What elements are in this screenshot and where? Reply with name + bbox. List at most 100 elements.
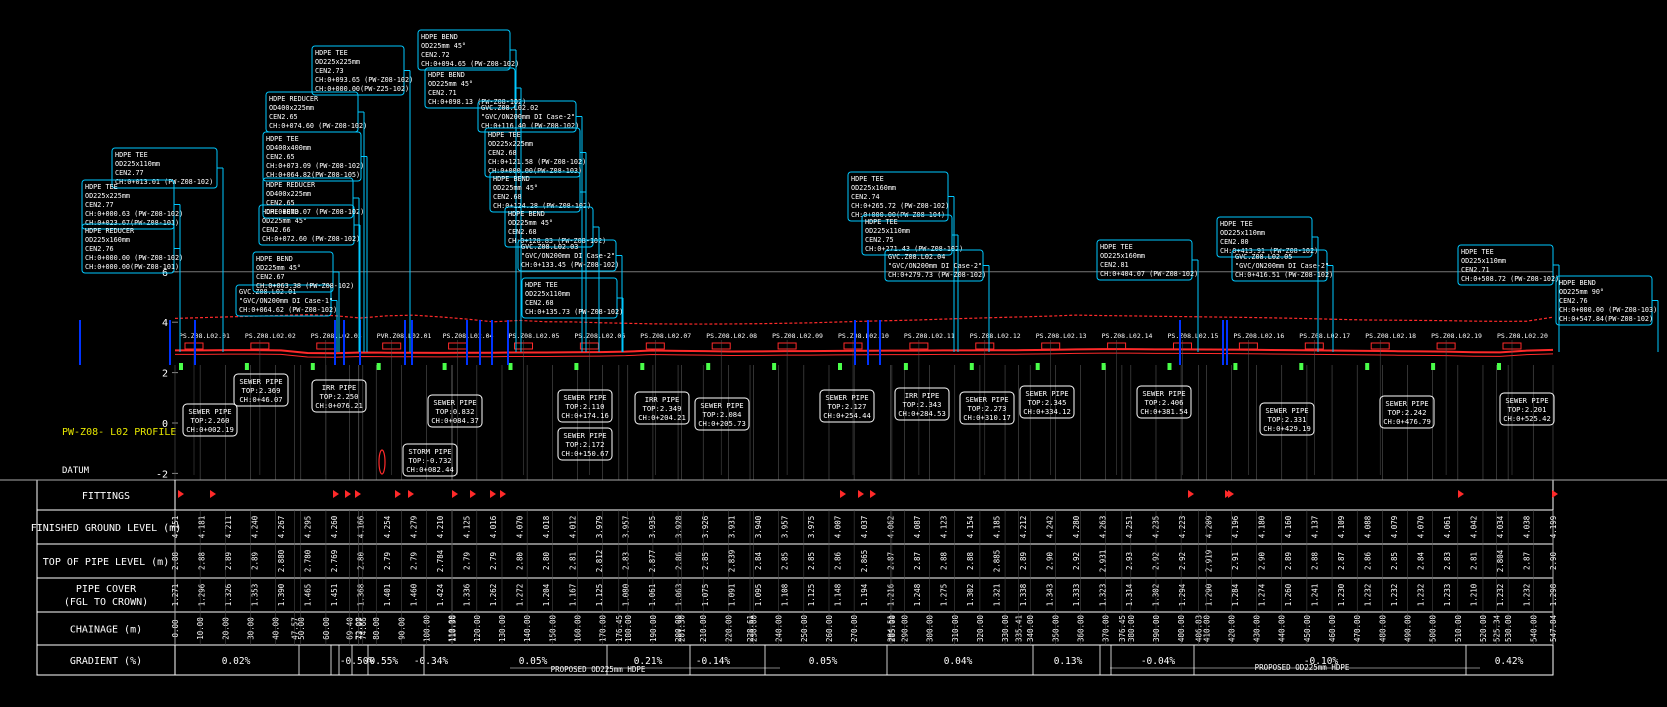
- station-marker: [310, 363, 315, 370]
- chainage-cell: 410.00: [1202, 614, 1211, 642]
- crossing-pipe-text: SEWER PIPE: [239, 377, 282, 386]
- station-marker: [838, 363, 842, 370]
- fitting-callout-text: CH:0+404.07 (PW-Z08-102): [1100, 270, 1198, 278]
- fitting-callout-text: OD225mm 45°: [493, 184, 538, 192]
- table-cell: 1.233: [1443, 584, 1452, 607]
- crossing-pipe-text: TOP:2.369: [242, 386, 281, 395]
- table-cell: 4.079: [1390, 516, 1399, 539]
- gradient-cell: 0.05%: [809, 656, 838, 667]
- table-cell: 2.79: [410, 552, 419, 570]
- table-cell: 3.957: [781, 516, 790, 539]
- crossing-pipe-text: TOP:2.345: [1028, 398, 1067, 407]
- station-marker: [772, 363, 777, 370]
- fitting-callout-text: CEN2.72: [421, 51, 450, 59]
- table-cell: 1.321: [993, 584, 1002, 607]
- crossing-pipe-text: CH:0+476.79: [1383, 417, 1431, 426]
- chainage-cell: 510.00: [1454, 614, 1463, 642]
- crossing-pipe-text: CH:0+174.16: [561, 411, 609, 420]
- chainage-cell: 300.00: [926, 614, 935, 642]
- chainage-cell: 490.00: [1404, 614, 1413, 642]
- table-cell: 4.210: [436, 515, 445, 538]
- chainage-cell: 180.00: [624, 614, 633, 642]
- chainage-cell: 228.61: [746, 615, 755, 642]
- elevation-tick-label: 2: [162, 369, 168, 380]
- station-label: PS.Z08.L02.07: [640, 332, 691, 340]
- crossing-pipe-box: [402, 443, 458, 477]
- chainage-cell: 150.00: [548, 614, 557, 642]
- chainage-cell: 140.00: [523, 614, 532, 642]
- table-cell: 4.185: [993, 516, 1002, 539]
- table-cell: 1.465: [304, 584, 313, 607]
- table-cell: 1.390: [277, 583, 286, 606]
- table-cell: 2.86: [1364, 551, 1373, 570]
- fitting-callout-text: HDPE BEND: [1559, 279, 1596, 287]
- table-cell: 4.007: [834, 516, 843, 539]
- fitting-symbol: [1552, 490, 1558, 498]
- fitting-callout-text: HDPE BEND: [493, 175, 530, 183]
- table-cell: 2.865: [860, 550, 869, 573]
- chainage-cell: 330.00: [1001, 614, 1010, 642]
- fitting-callout-text: CH:0+073.07 (PW-Z08-102): [266, 208, 364, 216]
- fitting-symbol: [840, 490, 846, 498]
- table-cell: 2.86: [675, 551, 684, 570]
- chainage-cell: 200.00: [674, 614, 683, 642]
- crossing-pipe-text: CH:0+381.54: [1140, 407, 1188, 416]
- fitting-callout-text: CEN2.65: [266, 199, 295, 207]
- table-cell: 3.935: [648, 516, 657, 539]
- chainage-cell: 110.36: [449, 614, 458, 642]
- chainage-cell: 10.00: [196, 617, 205, 640]
- table-cell: 3.979: [595, 516, 604, 539]
- table-cell: 4.280: [1072, 515, 1081, 538]
- table-cell: 1.424: [436, 583, 445, 606]
- table-cell: 2.885: [993, 550, 1002, 573]
- crossing-pipe-box: [182, 403, 238, 437]
- station-marker: [640, 363, 645, 370]
- datum-label: DATUM: [62, 466, 90, 476]
- fitting-callout-text: HDPE TEE: [851, 175, 884, 183]
- table-row-label: GRADIENT (%): [70, 656, 142, 667]
- finished-ground-line: [174, 314, 1554, 325]
- station-label: PS.Z08.L02.05: [509, 332, 560, 340]
- crossing-pipe-text: CH:0+284.53: [898, 409, 946, 418]
- table-cell: 2.84: [754, 551, 763, 570]
- table-cell: 2.83: [622, 552, 631, 570]
- chainage-cell: 480.00: [1378, 614, 1387, 642]
- table-row-label: CHAINAGE (m): [70, 625, 142, 636]
- table-cell: 2.93: [1125, 552, 1134, 570]
- table-cell: 1.061: [648, 584, 657, 607]
- station-label: PS.Z08.L02.09: [772, 332, 823, 340]
- chainage-cell: 380.00: [1127, 614, 1136, 642]
- fitting-symbol: [452, 490, 458, 498]
- crossing-pipe-box: [1379, 395, 1435, 429]
- crossing-pipe-text: IRR PIPE: [905, 391, 940, 400]
- table-cell: 4.038: [1523, 515, 1532, 538]
- table-cell: 4.279: [410, 516, 419, 539]
- table-cell: 2.85: [781, 552, 790, 570]
- crossing-pipe-text: CH:0+429.19: [1263, 424, 1311, 433]
- table-cell: 2.80: [357, 551, 366, 570]
- crossing-pipe-box: [557, 389, 613, 423]
- fitting-callout-text: GVC.Z08.L02.02: [481, 104, 538, 112]
- crossing-pipe-text: TOP:2.172: [566, 440, 605, 449]
- fitting-callout-text: OD400x225mm: [266, 190, 311, 198]
- fitting-callout-text: CH:0+000.00(PW-Z08-103): [488, 167, 582, 175]
- chainage-cell: 47.57: [291, 617, 300, 640]
- elevation-tick-label: -2: [156, 469, 168, 480]
- crossing-pipe-box: [557, 427, 613, 461]
- fitting-symbol: [490, 490, 496, 498]
- fitting-callout-text: OD225x110mm: [525, 290, 570, 298]
- table-cell: 2.89: [224, 552, 233, 570]
- table-cell: 4.034: [1496, 515, 1505, 538]
- gradient-cell: -0.04%: [1141, 656, 1176, 667]
- chainage-cell: 406.83: [1194, 615, 1203, 642]
- fitting-symbol: [1228, 490, 1234, 498]
- station-marker: [508, 363, 513, 370]
- crossing-pipe-text: CH:0+334.12: [1023, 407, 1071, 416]
- table-cell: 4.137: [1311, 516, 1320, 539]
- table-cell: 4.295: [304, 516, 313, 539]
- station-marker: [442, 363, 447, 370]
- table-cell: 2.88: [198, 551, 207, 570]
- table-cell: 3.931: [728, 516, 737, 539]
- crossing-pipe-text: TOP:2.242: [1388, 408, 1427, 417]
- fitting-symbol: [1458, 490, 1464, 498]
